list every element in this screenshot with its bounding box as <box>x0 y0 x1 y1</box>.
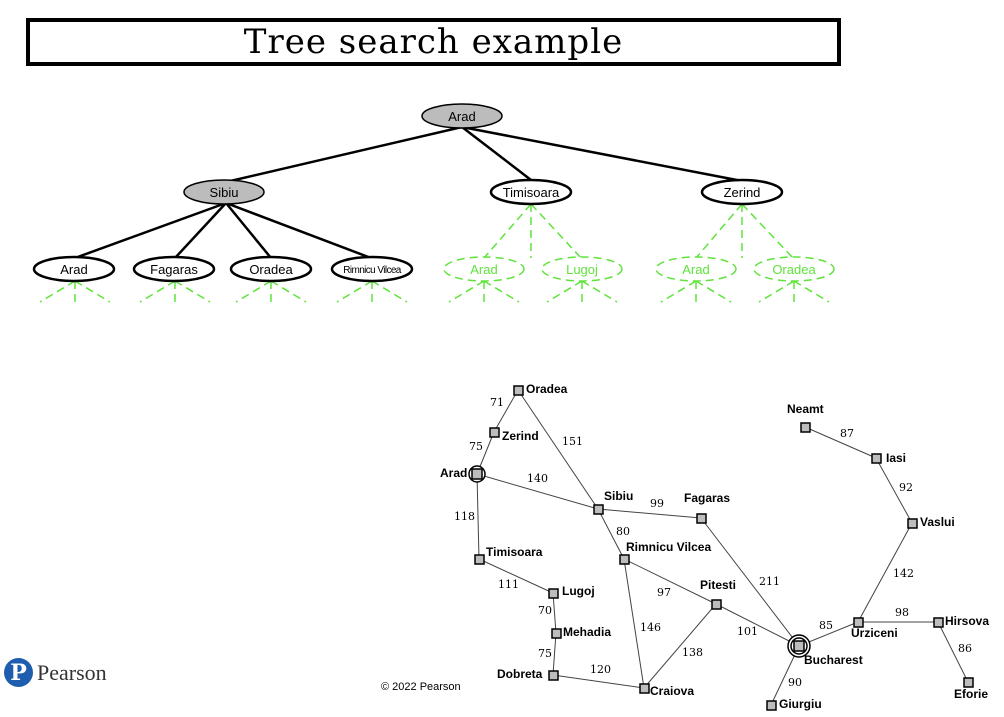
tree-edges <box>74 125 743 260</box>
distance-mehadia-dobreta: 75 <box>538 647 552 660</box>
tree-node-label: Arad <box>60 262 87 277</box>
distance-pitesti-bucharest: 101 <box>737 625 758 638</box>
tree-node-arad-unexplored: Arad <box>470 262 497 277</box>
distance-bucharest-giurgiu: 90 <box>788 676 802 689</box>
city-label-vaslui: Vaslui <box>920 515 955 529</box>
distance-sibiu-fagaras: 99 <box>650 497 664 510</box>
city-label-iasi: Iasi <box>886 451 906 465</box>
city-label-hirsova: Hirsova <box>945 614 989 628</box>
distance-fagaras-bucharest: 211 <box>759 575 780 588</box>
city-label-zerind: Zerind <box>502 429 539 443</box>
city-label-oradea: Oradea <box>526 382 568 396</box>
distance-timisoara-lugoj: 111 <box>498 578 519 591</box>
tree-node-label: Fagaras <box>150 262 198 277</box>
city-label-neamt: Neamt <box>787 402 824 416</box>
distance-sibiu-rimnicu: 80 <box>616 525 630 538</box>
city-label-giurgiu: Giurgiu <box>779 697 822 711</box>
city-label-fagaras: Fagaras <box>684 491 730 505</box>
copyright-notice: © 2022 Pearson <box>381 681 461 693</box>
tree-node-label: Rimnicu Vilcea <box>343 265 402 276</box>
city-label-rimnicu-vilcea: Rimnicu Vilcea <box>626 540 711 554</box>
distance-urziceni-hirsova: 98 <box>895 606 909 619</box>
city-label-mehadia: Mehadia <box>563 625 611 639</box>
distance-bucharest-urziceni: 85 <box>819 619 833 632</box>
distance-oradea-zerind: 71 <box>490 396 504 409</box>
tree-unexplored-edges <box>39 203 830 303</box>
distance-arad-sibiu: 140 <box>527 472 548 485</box>
pearson-logo-icon: P <box>4 658 33 687</box>
pearson-brand: P Pearson <box>4 658 107 687</box>
tree-node-arad-unexplored: Arad <box>682 262 709 277</box>
tree-unexplored-nodes <box>443 256 835 282</box>
distance-arad-timisoara: 118 <box>454 510 475 523</box>
tree-node-label: Oradea <box>249 262 293 277</box>
page-title: Tree search example <box>243 22 624 62</box>
tree-node-oradea-unexplored: Oradea <box>772 262 816 277</box>
tree-node-root: Arad <box>421 103 503 129</box>
city-label-dobreta: Dobreta <box>497 667 543 681</box>
map-city-markers <box>474 385 974 711</box>
title-box: Tree search example <box>26 18 841 66</box>
city-label-pitesti: Pitesti <box>700 578 736 592</box>
pearson-wordmark: Pearson <box>37 659 107 685</box>
tree-node-lugoj: Lugoj <box>566 262 598 277</box>
city-label-eforie: Eforie <box>954 687 988 701</box>
city-label-sibiu: Sibiu <box>604 489 633 503</box>
tree-node-label: Timisoara <box>503 185 560 200</box>
map-goal-marker-bucharest <box>787 634 811 658</box>
distance-zerind-arad: 75 <box>469 440 483 453</box>
distance-oradea-sibiu: 151 <box>562 435 583 448</box>
tree-node-label: Sibiu <box>210 185 239 200</box>
distance-dobreta-craiova: 120 <box>590 663 611 676</box>
tree-node-timisoara: Timisoara <box>489 178 573 206</box>
city-label-arad: Arad <box>440 466 467 480</box>
tree-node-zerind: Zerind <box>700 178 784 206</box>
distance-hirsova-eforie: 86 <box>958 642 972 655</box>
distance-iasi-neamt: 87 <box>840 427 854 440</box>
city-label-lugoj: Lugoj <box>562 584 595 598</box>
distance-craiova-pitesti: 138 <box>682 646 703 659</box>
tree-node-oradea: Oradea <box>229 255 313 283</box>
tree-node-arad-2: Arad <box>32 255 116 283</box>
distance-rimnicu-craiova: 146 <box>640 621 661 634</box>
city-label-urziceni: Urziceni <box>851 626 898 640</box>
distance-urziceni-vaslui: 142 <box>893 567 914 580</box>
tree-node-label: Arad <box>448 109 475 124</box>
distance-lugoj-mehadia: 70 <box>538 604 552 617</box>
city-label-craiova: Craiova <box>650 684 694 698</box>
tree-node-fagaras: Fagaras <box>132 255 216 283</box>
distance-rimnicu-pitesti: 97 <box>657 586 671 599</box>
distance-vaslui-iasi: 92 <box>899 481 913 494</box>
tree-node-rimnicu-vilcea: Rimnicu Vilcea <box>330 255 414 283</box>
map-start-marker-arad <box>468 465 486 483</box>
city-label-bucharest: Bucharest <box>804 653 863 667</box>
city-label-timisoara: Timisoara <box>486 545 543 559</box>
tree-node-sibiu: Sibiu <box>183 179 265 205</box>
tree-node-label: Zerind <box>724 185 761 200</box>
